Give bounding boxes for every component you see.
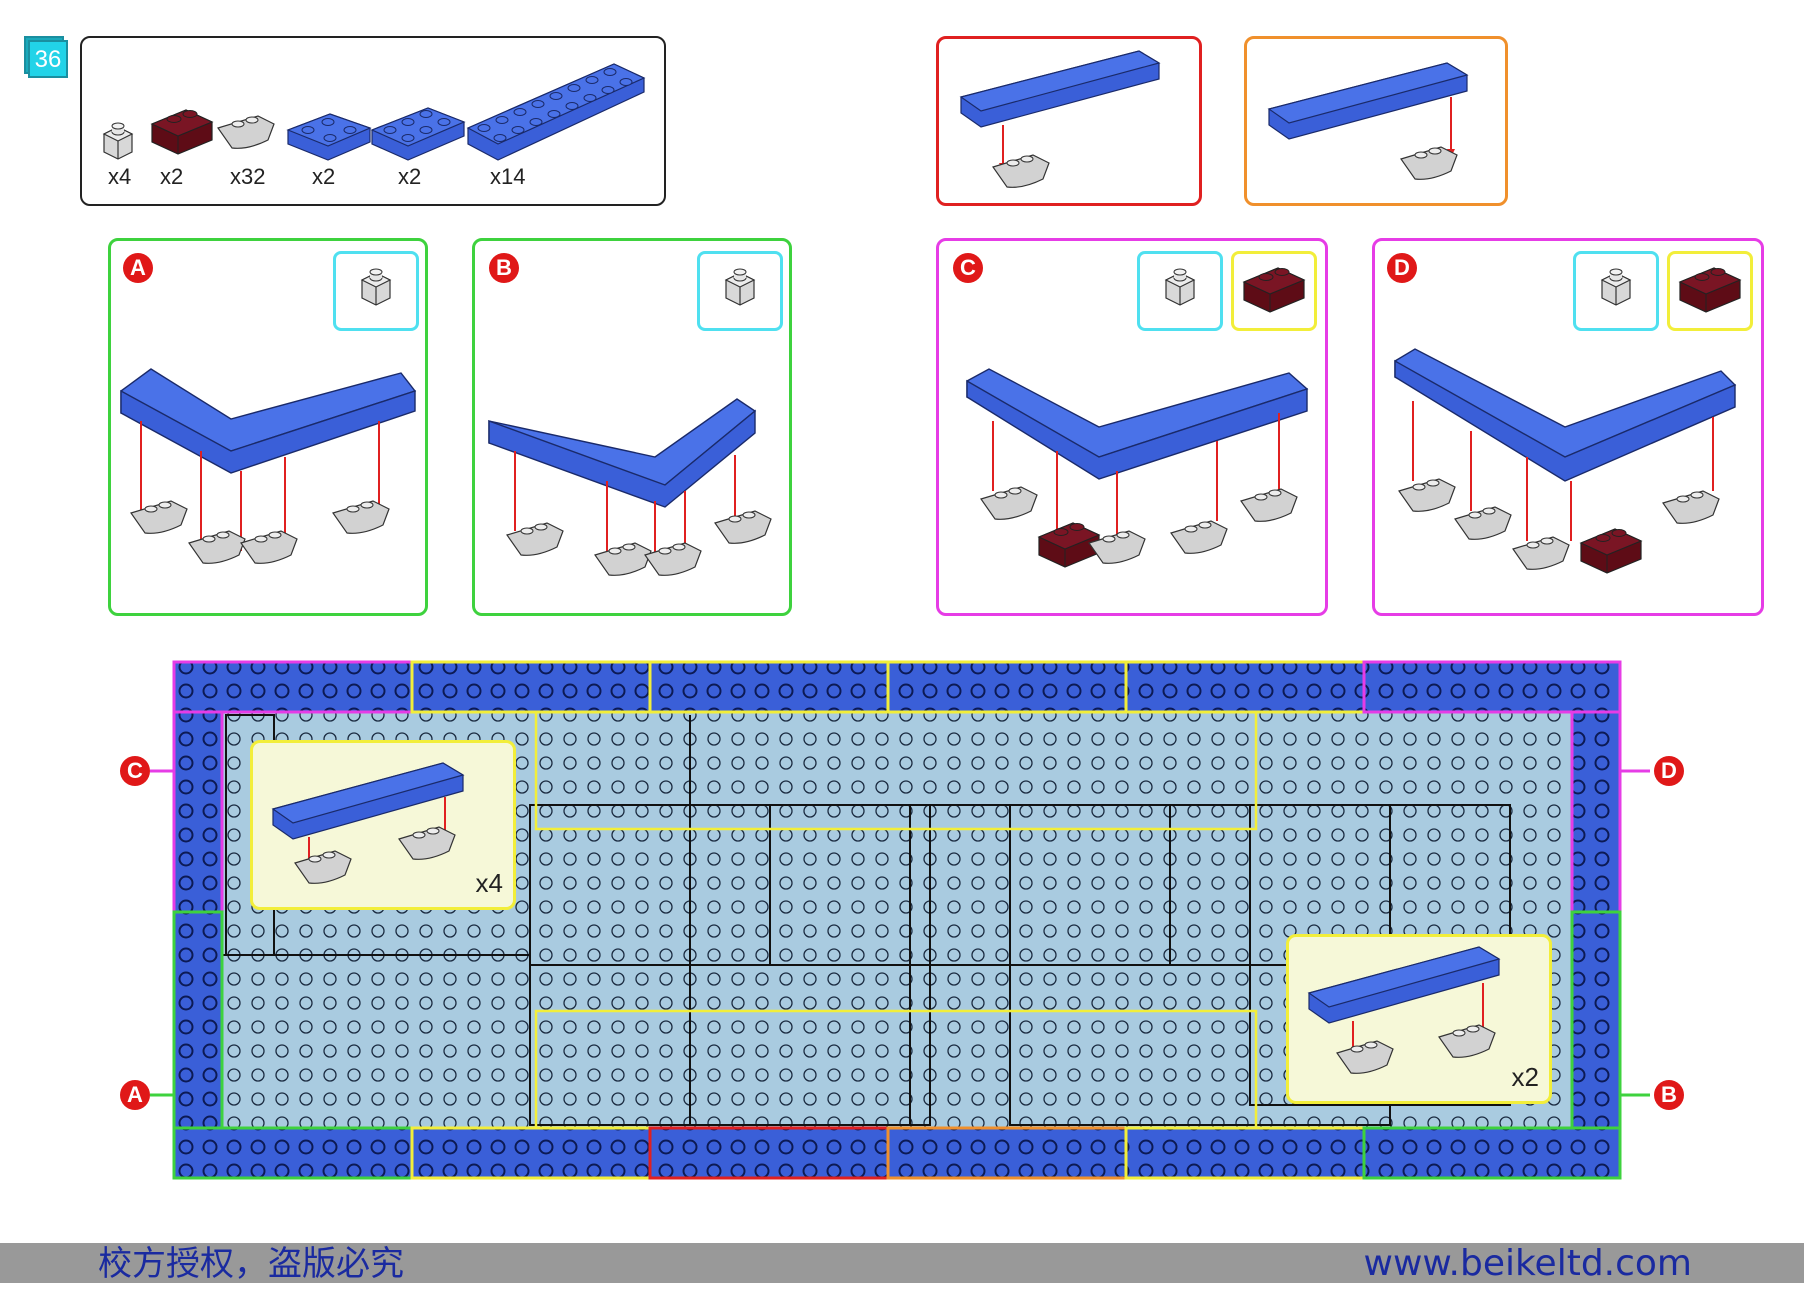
part-qty: x2	[312, 164, 336, 189]
part-qty: x14	[490, 164, 526, 189]
needed-gray-brick-box	[1137, 251, 1223, 331]
step-a-panel: A	[108, 238, 428, 616]
step-a-badge: A	[123, 253, 153, 283]
parts-illustration	[103, 63, 646, 161]
step-d-panel: D	[1372, 238, 1764, 616]
footer-bar	[0, 1243, 1804, 1283]
footer-copyright-text: 校方授权，盗版必究	[98, 1244, 404, 1284]
needed-red-brick-box	[1231, 251, 1317, 331]
part-qty: x2	[398, 164, 422, 189]
part-qty: x2	[160, 164, 184, 189]
needed-gray-brick-box	[1573, 251, 1659, 331]
page-number: 36	[24, 36, 68, 78]
step-c-badge: C	[953, 253, 983, 283]
plan-label-a: A	[120, 1080, 150, 1110]
callout-left: x4	[250, 740, 516, 910]
plan-label-b: B	[1654, 1080, 1684, 1110]
step-b-illustration	[488, 398, 772, 576]
callout-left-count: x4	[475, 868, 503, 898]
needed-gray-brick-box	[333, 251, 419, 331]
part-qty: x4	[108, 164, 132, 189]
step-c-panel: C	[936, 238, 1328, 616]
top-view-plan	[150, 660, 1650, 1180]
step-a-illustration	[120, 368, 417, 564]
part-qty: x32	[230, 164, 266, 189]
step-d-badge: D	[1387, 253, 1417, 283]
plate-with-slopes-illustration	[271, 762, 465, 884]
needed-red-brick-box	[1667, 251, 1753, 331]
plate-on-slope-illustration	[959, 50, 1161, 188]
footer-website-link[interactable]: www.beikeltd.com	[1363, 1243, 1692, 1284]
plate-on-slope-illustration	[1267, 62, 1469, 180]
plate-with-slopes-illustration	[1307, 946, 1501, 1074]
step-b-panel: B	[472, 238, 792, 616]
parts-list-box: x4 x2 x32 x2 x2 x14	[80, 36, 666, 206]
callout-right: x2	[1286, 934, 1552, 1104]
needed-gray-brick-box	[697, 251, 783, 331]
plan-label-d: D	[1654, 756, 1684, 786]
plan-label-c: C	[120, 756, 150, 786]
step-d-illustration	[1394, 348, 1737, 574]
step-c-illustration	[966, 368, 1309, 568]
callout-right-count: x2	[1511, 1062, 1539, 1092]
subassembly-orange-box	[1244, 36, 1508, 206]
subassembly-red-box	[936, 36, 1202, 206]
step-b-badge: B	[489, 253, 519, 283]
